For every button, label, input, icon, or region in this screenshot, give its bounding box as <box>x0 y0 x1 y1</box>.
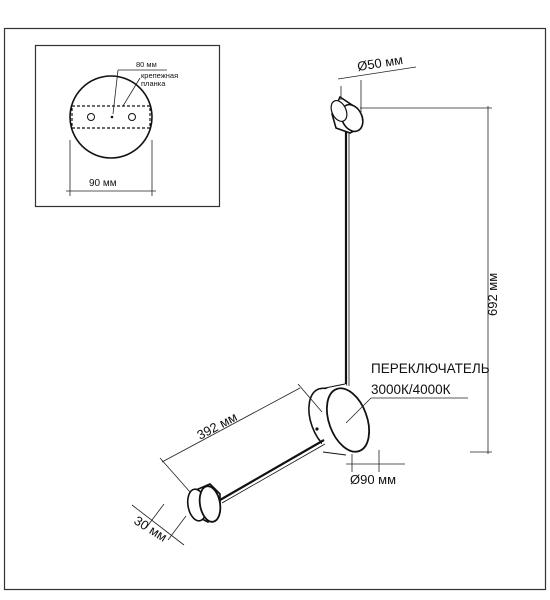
top-head-dimension: Ø50 мм <box>337 52 417 112</box>
main-body <box>308 383 371 456</box>
body-dimension: Ø90 мм <box>346 450 405 487</box>
page-frame <box>3 27 547 591</box>
body-face <box>325 387 371 453</box>
top-head-diameter-label: Ø50 мм <box>356 52 404 74</box>
plate-hole-left <box>87 113 95 121</box>
switch-note-line2: 3000К/4000К <box>371 382 451 397</box>
bottom-head-dimension: 30 мм <box>131 503 187 546</box>
bottom-head-face <box>198 485 222 523</box>
diagonal-arm-edge <box>221 443 326 504</box>
plate-hole-right <box>128 113 136 121</box>
top-head-back <box>330 100 348 122</box>
plate-note-line1: крепежная <box>141 71 178 80</box>
lamp-drawing <box>186 95 371 523</box>
canopy-width-label: 90 мм <box>89 178 117 189</box>
top-light-head <box>330 95 364 134</box>
plate-leader <box>112 69 119 115</box>
switch-callout: ПЕРЕКЛЮЧАТЕЛЬ 3000К/4000К <box>345 361 490 424</box>
switch-button <box>315 427 319 431</box>
plate-note-leader <box>122 77 141 107</box>
arm-length-dimension: 392 мм <box>159 383 323 493</box>
diagonal-arm <box>219 439 325 501</box>
arm-length-label: 392 мм <box>194 409 239 443</box>
plate-width-label: 80 мм <box>136 60 157 69</box>
mounting-plate-inset: 80 мм крепежная планка 90 мм <box>34 44 221 208</box>
switch-note-line1: ПЕРЕКЛЮЧАТЕЛЬ <box>371 361 490 376</box>
height-dimension: 692 мм <box>360 106 500 454</box>
plate-center-dot <box>110 115 114 119</box>
body-diameter-label: Ø90 мм <box>350 472 396 487</box>
plate-note-line2: планка <box>141 79 166 88</box>
bottom-light-head <box>186 483 222 523</box>
bottom-head-depth-label: 30 мм <box>131 513 169 545</box>
inset-frame <box>34 44 221 208</box>
overall-height-label: 692 мм <box>485 273 500 316</box>
